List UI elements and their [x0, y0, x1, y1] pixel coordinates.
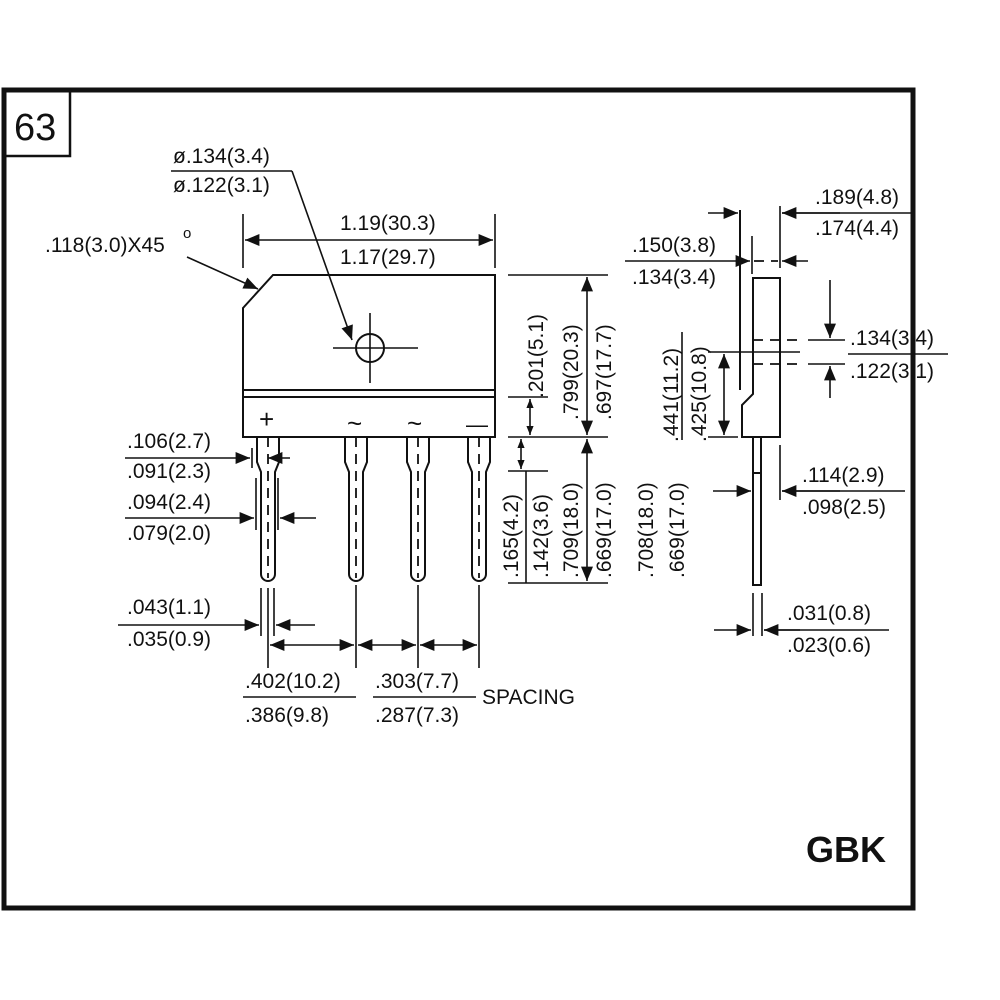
lead-width-max: .114(2.9) [802, 464, 885, 487]
lead-width-top-max: .106(2.7) [127, 430, 211, 453]
hole-dia-max: .134(3.4) [850, 327, 934, 350]
package-body [242, 274, 496, 438]
body-thickness-max: .150(3.8) [632, 234, 716, 257]
lead-width-mid-min: .079(2.0) [127, 522, 211, 545]
pin-label-plus: + [259, 404, 274, 434]
body-width-min: 1.17(29.7) [340, 246, 436, 269]
lead-width-top-min: .091(2.3) [127, 460, 211, 483]
lead-width-min: .098(2.5) [802, 496, 886, 519]
pin-label-minus: — [466, 412, 488, 437]
total-thickness-min: .174(4.4) [815, 217, 899, 240]
hole-diameter-max: ø.134(3.4) [173, 145, 270, 168]
hole-height-max: .441(11.2) [660, 348, 683, 442]
page-number: 63 [14, 107, 56, 149]
lead-length-alt-min: .669(17.0) [666, 482, 689, 578]
package-name: GBK [806, 829, 886, 870]
spacing-2-max: .303(7.7) [375, 670, 459, 693]
spacing-2-min: .287(7.3) [375, 704, 459, 727]
body-height-max: .799(20.3) [560, 324, 583, 420]
band-height: .201(5.1) [525, 314, 548, 398]
lead-width-mid-max: .094(2.4) [127, 491, 211, 514]
body-thickness-min: .134(3.4) [632, 266, 716, 289]
lead-tip-max: .043(1.1) [127, 596, 211, 619]
lead-thickness-min: .023(0.6) [787, 634, 871, 657]
lead-length-min: .669(17.0) [593, 482, 616, 578]
pin-label-ac1: ~ [347, 408, 362, 438]
lead-1 [256, 437, 280, 582]
side-body [741, 277, 781, 438]
chamfer-dimension: .118(3.0)X45 [45, 234, 165, 257]
lead-length-alt-max: .708(18.0) [635, 482, 658, 578]
hole-dia-min: .122(3.1) [850, 360, 934, 383]
body-height-min: .697(17.7) [593, 324, 616, 420]
page-number-box [2, 88, 72, 158]
spacing-1-min: .386(9.8) [245, 704, 329, 727]
spacing-1-max: .402(10.2) [245, 670, 341, 693]
pin-label-ac2: ~ [407, 408, 422, 438]
total-thickness-max: .189(4.8) [815, 186, 899, 209]
body-width-max: 1.19(30.3) [340, 212, 436, 235]
hole-height-min: .425(10.8) [688, 346, 711, 442]
front-view: + ~ ~ — 1.19(30.3) 1.17(29.7) ø.134(3.4)… [45, 145, 689, 727]
lead-length-max: .709(18.0) [560, 482, 583, 578]
chamfer-degree: o [183, 225, 191, 242]
drawing-frame [1, 87, 916, 911]
lead-2 [344, 437, 368, 582]
spacing-label: SPACING [482, 686, 575, 709]
side-view: .189(4.8) .174(4.4) .150(3.8) .134(3.4) … [625, 186, 948, 657]
lead-4 [467, 437, 491, 582]
lead-tip-min: .035(0.9) [127, 628, 211, 651]
hole-diameter-min: ø.122(3.1) [173, 174, 270, 197]
lead-3 [406, 437, 430, 582]
lead-shoulder-min: .142(3.6) [530, 494, 553, 578]
side-lead [752, 436, 762, 586]
lead-shoulder-max: .165(4.2) [500, 494, 523, 578]
lead-thickness-max: .031(0.8) [787, 602, 871, 625]
